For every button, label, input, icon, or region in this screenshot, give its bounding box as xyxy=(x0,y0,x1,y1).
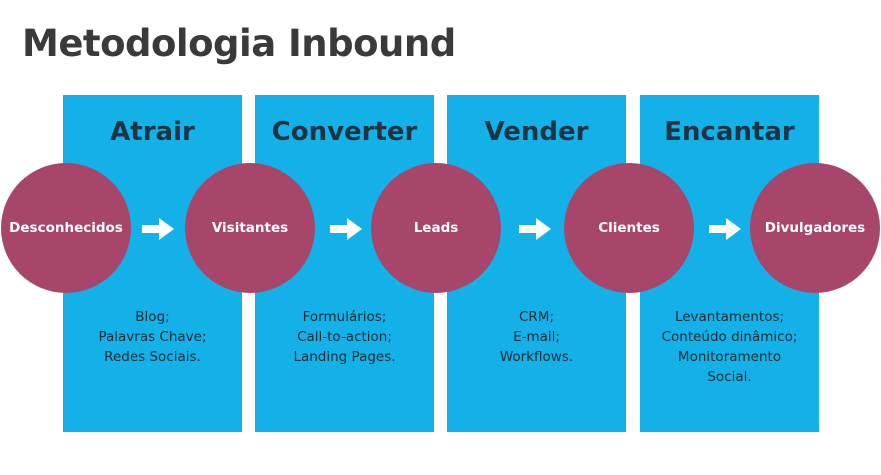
stage-description-line: Palavras Chave; xyxy=(98,329,207,345)
stage-description-line: CRM; xyxy=(518,309,554,325)
node-label: Divulgadores xyxy=(764,220,866,236)
arrow-right-icon xyxy=(709,218,741,240)
node-label: Clientes xyxy=(598,220,660,236)
stage-title-encantar: Encantar xyxy=(664,117,795,147)
node-visitantes: Visitantes xyxy=(185,163,315,293)
stage-description-line: Redes Sociais. xyxy=(104,349,201,365)
node-label: Desconhecidos xyxy=(9,220,123,236)
node-label: Visitantes xyxy=(211,220,289,236)
page-title: Metodologia Inbound xyxy=(22,22,456,65)
stage-description-vender: CRM; E-mail; Workflows. xyxy=(447,307,626,367)
stage-description-line: Conteúdo dinâmico; xyxy=(661,329,798,345)
stage-title-converter: Converter xyxy=(271,117,418,147)
node-divulgadores: Divulgadores xyxy=(750,163,880,293)
node-leads: Leads xyxy=(371,163,501,293)
stage-description-line: Call-to-action; xyxy=(297,329,392,345)
node-desconhecidos: Desconhecidos xyxy=(1,163,131,293)
stage-description-converter: Formulários; Call-to-action; Landing Pag… xyxy=(255,307,434,367)
arrow-right-icon xyxy=(142,218,174,240)
stage-description-line: Levantamentos; xyxy=(674,309,785,325)
arrow-right-icon xyxy=(330,218,362,240)
node-label: Leads xyxy=(413,220,459,236)
node-clientes: Clientes xyxy=(564,163,694,293)
stage-title-atrair: Atrair xyxy=(110,117,195,147)
stage-description-encantar: Levantamentos; Conteúdo dinâmico; Monito… xyxy=(640,307,819,387)
stage-title-vender: Vender xyxy=(484,117,589,147)
stage-description-atrair: Blog; Palavras Chave; Redes Sociais. xyxy=(63,307,242,367)
stage-description-line: Monitoramento xyxy=(677,349,782,365)
arrow-right-icon xyxy=(519,218,551,240)
stage-description-line: Social. xyxy=(707,369,752,385)
stage-description-line: Workflows. xyxy=(499,349,574,365)
stage-description-line: Formulários; xyxy=(302,309,387,325)
stage-description-line: Blog; xyxy=(135,309,170,325)
stage-description-line: Landing Pages. xyxy=(293,349,396,365)
stage-description-line: E-mail; xyxy=(513,329,560,345)
